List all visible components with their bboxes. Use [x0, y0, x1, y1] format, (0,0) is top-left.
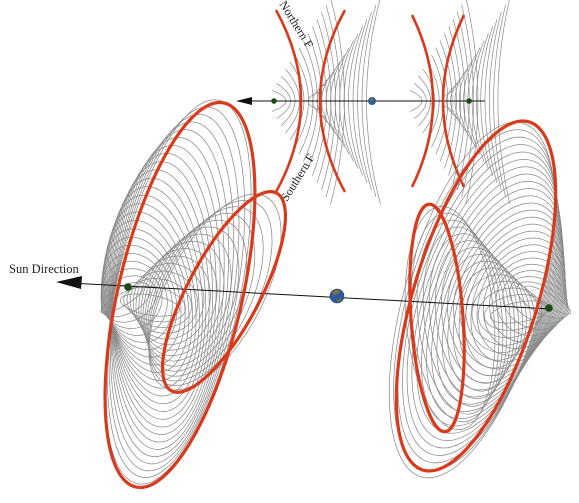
inset-family-left	[271, 0, 381, 205]
left-family-orbit	[107, 186, 204, 405]
right-family-orbit	[416, 219, 504, 415]
right-family-orbit	[428, 233, 512, 400]
right-family-orbit	[411, 159, 560, 441]
right-family-orbit	[434, 240, 516, 392]
right-family-orbit	[477, 287, 543, 339]
left-highlight-orbit-small	[160, 190, 288, 394]
inset-lagrange-point-left	[271, 98, 277, 104]
left-family-orbit	[108, 177, 207, 412]
right-family-orbit	[416, 166, 561, 434]
inset-right-curve-a	[410, 14, 435, 188]
left-family-orbit	[111, 153, 217, 435]
inset-family-curve	[484, 19, 498, 183]
right-family-orbit	[426, 180, 563, 420]
left-highlight-orbit-large	[103, 100, 257, 490]
right-orbit-family	[388, 121, 572, 479]
inset-earth-icon	[368, 97, 376, 105]
left-family-orbit	[110, 129, 230, 457]
left-family-orbit	[111, 144, 221, 443]
left-family-orbit	[120, 293, 180, 317]
inset-northern-curve	[274, 9, 303, 193]
left-family-orbit	[148, 193, 282, 391]
inset-highlight-curves	[274, 9, 466, 193]
right-family-orbit	[422, 226, 508, 407]
right-family-orbit	[447, 253, 523, 377]
left-orbit-family	[100, 99, 282, 485]
left-family-orbit	[147, 212, 256, 377]
sun-direction-arrowhead-icon	[56, 276, 82, 289]
inset-diagram: Northern F Southern F	[236, 0, 511, 205]
right-family-orbit	[440, 247, 520, 384]
inset-right-curve-b	[441, 14, 466, 188]
left-family-orbit	[132, 263, 205, 340]
left-highlight-orbits	[103, 100, 288, 490]
left-family-orbit	[147, 206, 264, 382]
sun-earth-axis-line	[69, 282, 552, 310]
earth-icon	[329, 288, 345, 304]
inset-family-curve	[488, 11, 502, 191]
right-highlight-orbits	[394, 119, 558, 473]
left-family-orbit	[109, 169, 210, 420]
left-family-orbit	[144, 226, 240, 367]
inset-lagrange-point-right	[466, 98, 472, 104]
right-highlight-orbit-large	[394, 119, 558, 473]
left-family-orbit	[135, 255, 211, 346]
inset-family-curve	[497, 0, 511, 205]
main-diagram: Sun Direction	[9, 99, 572, 490]
left-family-orbit	[108, 114, 240, 472]
sun-direction-label: Sun Direction	[9, 262, 80, 276]
inset-family-curve	[493, 4, 506, 198]
left-family-orbit	[101, 244, 178, 351]
left-family-orbit	[138, 248, 218, 351]
right-family-orbit	[453, 260, 527, 369]
lagrange-point-left	[124, 283, 132, 291]
lagrange-point-right	[545, 304, 553, 312]
inset-arrowhead-icon	[236, 97, 252, 105]
inset-southern-curve	[318, 9, 347, 193]
left-family-orbit	[106, 106, 246, 478]
right-highlight-orbit-small	[408, 202, 466, 434]
